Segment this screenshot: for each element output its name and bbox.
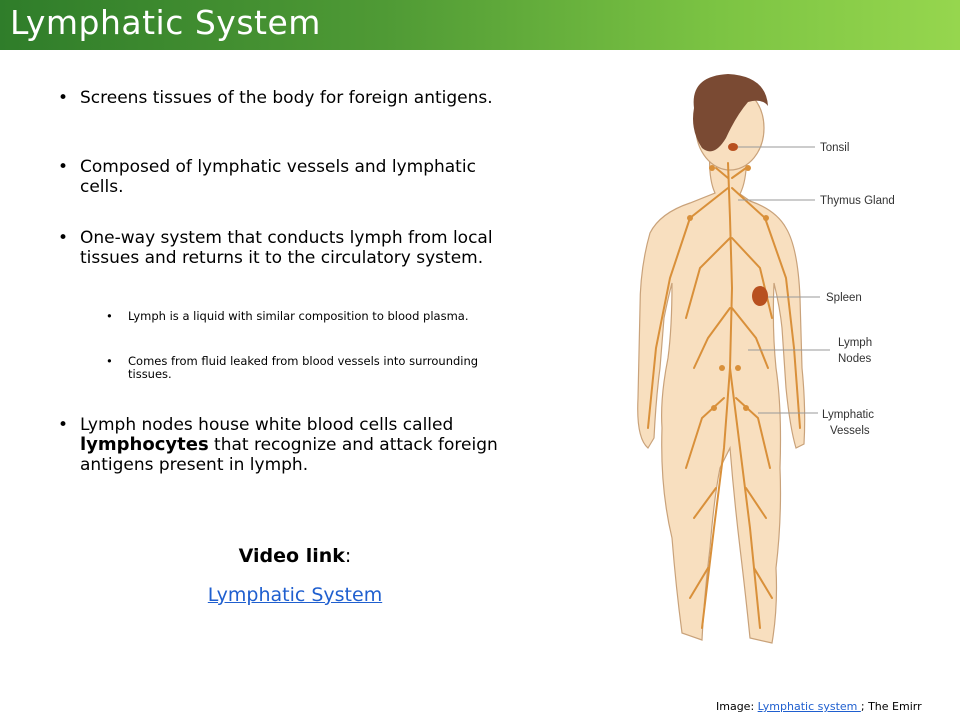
hair — [693, 74, 768, 152]
lymphatic-body-figure: Tonsil Thymus Gland Spleen Lymph Nodes L… — [637, 74, 895, 644]
label-thymus-gland: Thymus Gland — [820, 195, 895, 207]
credit-suffix: ; The Emirr — [860, 700, 922, 713]
image-credit: Image: Lymphatic system ; The Emirr — [716, 700, 960, 713]
lymphatic-vessels — [647, 162, 801, 629]
leader-lines — [738, 146, 830, 414]
label-tonsil: Tonsil — [820, 142, 849, 154]
bullet-dot: • — [58, 415, 69, 435]
video-link[interactable]: Lymphatic System — [207, 584, 383, 606]
bullet-dot: • — [106, 354, 113, 368]
lymph-nodes — [687, 165, 769, 411]
bullet-text: Screens tissues of the body for foreign … — [80, 88, 493, 108]
figure-labels: Tonsil Thymus Gland Spleen Lymph Nodes L… — [820, 142, 895, 437]
bullet-text-post: that recognize and attack foreign antige… — [80, 435, 498, 475]
slide-title: Lymphatic System — [10, 3, 321, 42]
credit-link[interactable]: Lymphatic system — [757, 700, 861, 713]
sub-bullet-text: Lymph is a liquid with similar compositi… — [128, 309, 469, 323]
label-nodes: Nodes — [838, 353, 871, 365]
video-label-colon: : — [344, 545, 352, 567]
tonsil-organ — [728, 143, 738, 151]
label-lymph: Lymph — [838, 337, 872, 349]
video-label-text: Video link — [238, 545, 345, 567]
bullet-text: Composed of lymphatic vessels and lympha… — [80, 157, 476, 197]
body-silhouette — [637, 85, 806, 644]
label-spleen: Spleen — [826, 292, 862, 304]
label-vessels: Vessels — [830, 425, 870, 437]
bullet-dot: • — [58, 157, 69, 177]
bullet-dot: • — [106, 309, 113, 323]
video-link-label: Video link: — [190, 545, 400, 567]
title-bar: Lymphatic System — [0, 0, 960, 50]
bullet-text: One-way system that conducts lymph from … — [80, 228, 493, 268]
bullet-text-pre: Lymph nodes house white blood cells call… — [80, 415, 454, 435]
term-lymphocytes: lymphocytes — [80, 434, 209, 455]
label-lymphatic: Lymphatic — [822, 409, 874, 421]
bullet-text: Lymph nodes house white blood cells call… — [80, 415, 510, 475]
sub-bullet-text: Comes from fluid leaked from blood vesse… — [128, 354, 479, 381]
bullet-dot: • — [58, 88, 69, 108]
spleen-organ — [752, 286, 768, 306]
credit-prefix: Image: — [716, 700, 758, 713]
bullet-dot: • — [58, 228, 69, 248]
